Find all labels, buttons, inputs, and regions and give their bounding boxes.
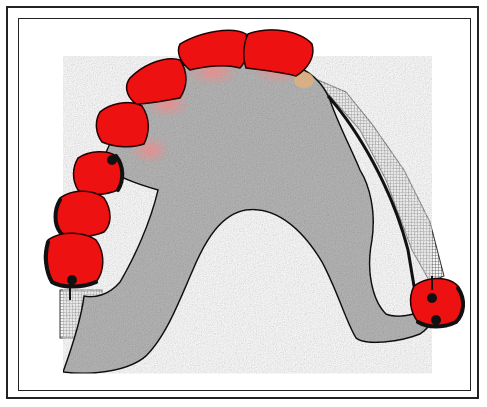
tooth (178, 30, 247, 70)
tooth (127, 59, 186, 104)
occlusal-rest (67, 275, 77, 285)
occlusal-rest (107, 155, 117, 165)
occlusal-rest (431, 315, 441, 325)
occlusal-rest (427, 293, 437, 303)
tooth (56, 191, 111, 236)
tooth (96, 103, 148, 147)
tooth (244, 30, 313, 76)
